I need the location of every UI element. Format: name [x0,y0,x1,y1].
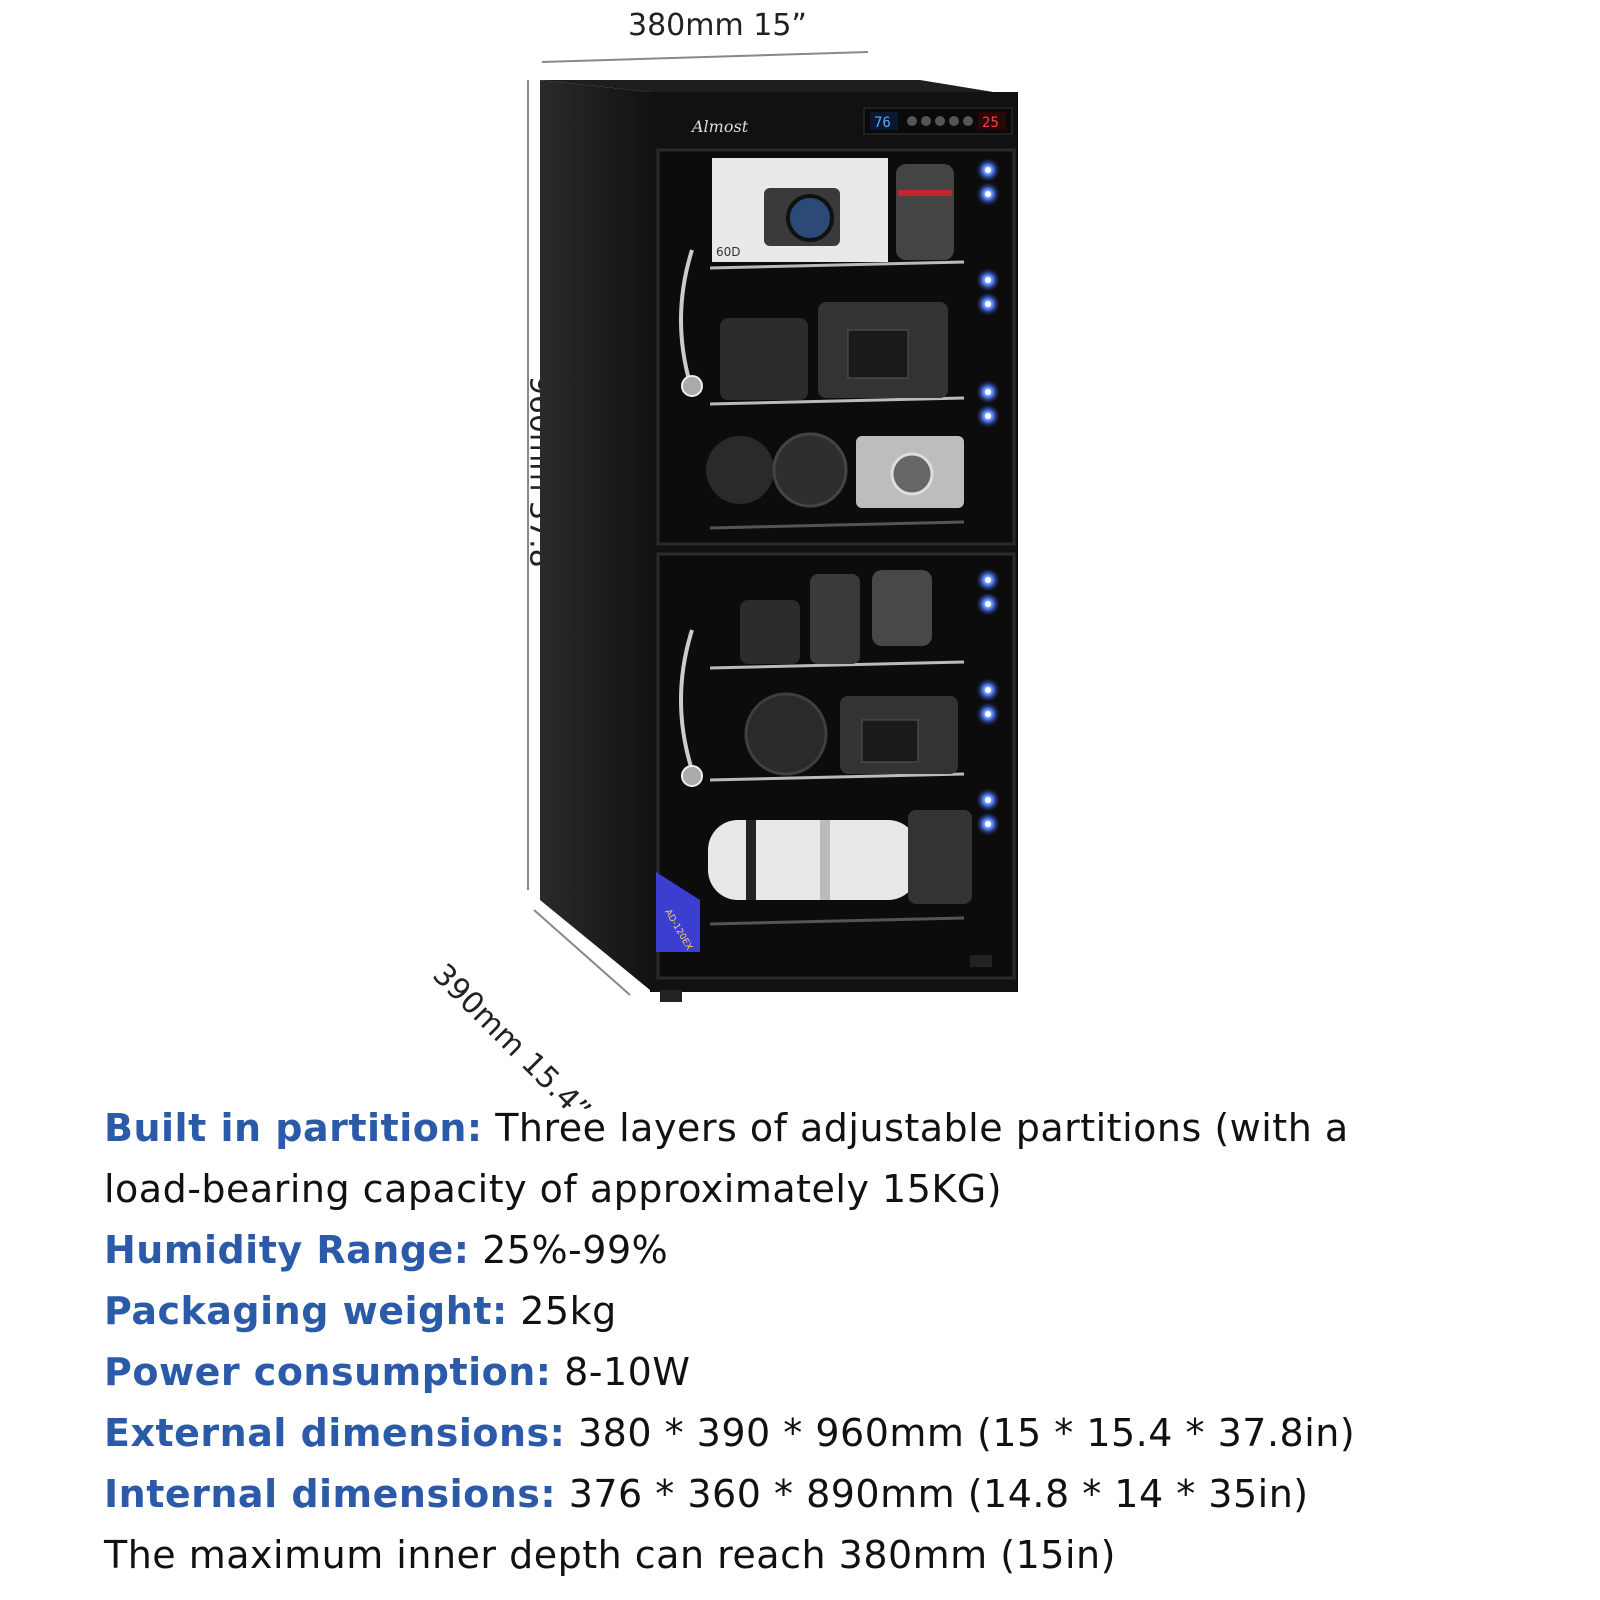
camera-4 [908,810,972,904]
upper-door-handle[interactable] [679,249,694,391]
temperature-display [978,112,1006,130]
cabinet-foot-left [660,990,682,1002]
lens-3 [872,570,932,646]
shelf-1 [709,260,965,270]
upper-lock-icon[interactable] [681,375,703,397]
spec-power: Power consumption: 8-10W [104,1342,1524,1403]
shelf-4 [709,660,965,670]
telephoto-lens [708,820,918,900]
spec-internal: Internal dimensions: 376 * 360 * 890mm (… [104,1464,1524,1525]
lens-cap-3 [744,692,828,776]
shelf-6 [709,916,965,926]
lens-2 [810,574,860,664]
specifications: Built in partition: Three layers of adju… [104,1098,1524,1586]
spec-internal-label: Internal dimensions: [104,1472,557,1516]
camera-body-lower [740,600,800,664]
camera-3-screen [861,719,919,763]
spec-external-label: External dimensions: [104,1411,566,1455]
lower-lock-icon[interactable] [681,765,703,787]
spec-weight-label: Packaging weight: [104,1289,508,1333]
silver-camera-lens [890,452,934,496]
lens-cap-1 [706,436,774,504]
shelf-3 [709,520,965,530]
spec-weight: Packaging weight: 25kg [104,1281,1524,1342]
shelf-5 [709,772,965,782]
telephoto-ring-2 [820,820,830,900]
spec-partition-label: Built in partition: [104,1106,483,1150]
dry-cabinet-illustration: Almost 76 25 60D AD- [520,40,1060,1080]
spec-partition-value: Three layers of adjustable partitions (w… [495,1106,1349,1150]
spec-humidity-value: 25%-99% [482,1228,669,1272]
spec-humidity: Humidity Range: 25%-99% [104,1220,1524,1281]
lower-door-handle[interactable] [679,629,694,771]
spec-partition-continued: load-bearing capacity of approximately 1… [104,1167,1003,1211]
cabinet-side-panel [540,80,650,990]
model-sticker [656,872,700,952]
spec-partition: Built in partition: Three layers of adju… [104,1098,1524,1159]
spec-humidity-label: Humidity Range: [104,1228,470,1272]
boxed-camera-lens [786,194,834,242]
spec-external-value: 380 * 390 * 960mm (15 * 15.4 * 37.8in) [577,1411,1356,1455]
depth-dimension-line [533,909,631,996]
cabinet-foot-right [970,955,992,967]
telephoto-ring-1 [746,820,756,900]
lens-cap-2 [772,432,848,508]
shelf-2 [709,396,965,406]
control-button-3[interactable] [935,116,945,126]
spec-depth-note: The maximum inner depth can reach 380mm … [104,1533,1116,1577]
temperature-display-value: 25 [982,115,999,131]
humidity-display [870,112,898,130]
spec-external: External dimensions: 380 * 390 * 960mm (… [104,1403,1524,1464]
control-button-2[interactable] [921,116,931,126]
camera-1 [720,318,808,400]
width-dimension-line [541,51,869,63]
camera-box-label: 60D [716,245,741,259]
spec-power-label: Power consumption: [104,1350,552,1394]
brand-logo: Almost [690,117,749,136]
camera-2-screen [847,329,909,379]
spec-internal-value: 376 * 360 * 890mm (14.8 * 14 * 35in) [568,1472,1309,1516]
humidity-display-value: 76 [874,115,891,131]
dry-cabinet-svg: Almost 76 25 60D AD- [527,51,1018,1002]
control-button-4[interactable] [949,116,959,126]
control-button-1[interactable] [907,116,917,126]
spec-power-value: 8-10W [564,1350,691,1394]
lens-1 [896,164,954,260]
width-dimension-label: 380mm 15” [628,8,807,43]
control-button-5[interactable] [963,116,973,126]
led-strip [976,158,1000,836]
lens-1-ring [898,190,952,196]
spec-weight-value: 25kg [520,1289,617,1333]
